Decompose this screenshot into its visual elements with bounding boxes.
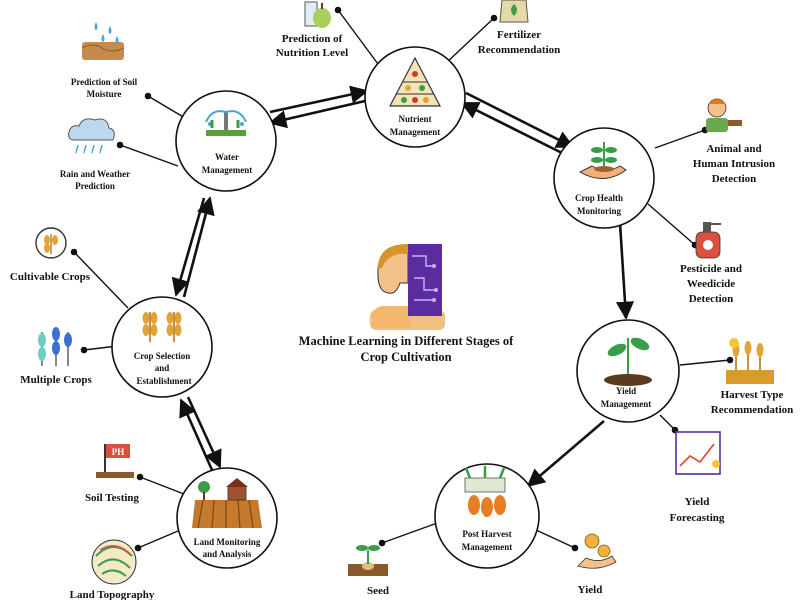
stage-postharvest-label-2: Management xyxy=(462,542,513,552)
leaf-yield-forecast-line-1: Yield xyxy=(685,496,710,508)
arrow-yield-to-postharvest xyxy=(526,420,605,488)
leaf-intrusion-line-3: Detection xyxy=(712,173,757,185)
stage-yield-management: Yield Management xyxy=(576,319,680,423)
multiple-crops-icon xyxy=(38,327,72,366)
farmer-icon xyxy=(706,98,742,132)
stage-crop-health-monitoring: Crop Health Monitoring xyxy=(553,127,655,229)
harvested-carrots-icon xyxy=(464,466,506,517)
wheat-icon xyxy=(142,312,182,342)
stage-water-management: Water Management xyxy=(175,90,277,192)
arrow-health-to-yield xyxy=(615,222,635,320)
fertilizer-bag-icon xyxy=(499,0,529,23)
leaf-intrusion: Animal and Human Intrusion Detection xyxy=(693,98,775,185)
leaf-soil-testing: PH Soil Testing xyxy=(85,444,140,504)
center-title-line-1: Machine Learning in Different Stages of xyxy=(299,334,515,348)
center-title-line-2: Crop Cultivation xyxy=(360,350,451,364)
arrow-land-to-selection xyxy=(179,398,214,471)
leaf-nutrition-line-1: Prediction of xyxy=(282,33,343,45)
arrow-selection-to-water xyxy=(182,196,215,298)
leaf-seed-line-1: Seed xyxy=(367,585,389,597)
stage-flow-arrows xyxy=(171,85,635,488)
grain-badge-icon xyxy=(35,227,67,259)
leaf-intrusion-line-2: Human Intrusion xyxy=(693,158,775,170)
leaf-harvest-type: Harvest Type Recommendation xyxy=(711,338,794,416)
arrow-nutrient-to-health xyxy=(465,91,575,149)
leaf-cultivable-crops: Cultivable Crops xyxy=(10,227,91,283)
stage-post-harvest-management: Post Harvest Management xyxy=(434,463,540,569)
forecast-chart-icon xyxy=(675,431,721,475)
stage-water-label-2: Management xyxy=(202,165,253,175)
center-hub: Machine Learning in Different Stages of … xyxy=(299,244,515,364)
stage-land-monitoring: Land Monitoring and Analysis xyxy=(176,467,278,569)
stage-selection-label-3: Establishment xyxy=(136,376,191,386)
soil-moisture-icon xyxy=(81,22,125,60)
sprinkler-icon xyxy=(205,110,247,136)
leaf-pesticide-line-1: Pesticide and xyxy=(680,263,742,275)
leaf-connectors xyxy=(70,6,734,552)
leaf-topography-line-1: Land Topography xyxy=(70,589,155,600)
stage-land-label-1: Land Monitoring xyxy=(194,537,261,547)
seed-sprout-icon xyxy=(348,545,388,576)
stage-selection-label-1: Crop Selection xyxy=(134,351,191,361)
ph-flag-icon: PH xyxy=(96,444,134,478)
leaf-multiple-crops-line-1: Multiple Crops xyxy=(20,374,92,386)
leaf-soil-moisture-line-2: Moisture xyxy=(87,89,122,99)
stage-nutrient-label-1: Nutrient xyxy=(399,114,432,124)
human-robot-head-icon xyxy=(370,244,445,330)
leaf-rain-weather-line-1: Rain and Weather xyxy=(60,169,130,179)
arrow-water-to-selection xyxy=(171,197,206,297)
arrow-selection-to-land xyxy=(186,396,222,469)
food-pyramid-icon xyxy=(389,56,441,107)
stage-water-label-1: Water xyxy=(215,152,239,162)
leaf-soil-moisture: Prediction of Soil Moisture xyxy=(71,22,138,99)
coins-in-hand-icon xyxy=(577,533,617,569)
leaf-seed: Seed xyxy=(348,545,389,597)
sprout-in-soil-icon xyxy=(604,337,652,386)
leaf-fertilizer: Fertilizer Recommendation xyxy=(478,0,561,56)
topography-map-icon xyxy=(91,539,137,585)
stage-nutrient-management: Nutrient Management xyxy=(364,46,466,148)
stage-selection-label-2: and xyxy=(155,363,170,373)
leaf-yield-commercial: Yield xyxy=(577,533,617,596)
beaker-pear-icon xyxy=(304,1,331,28)
leaf-nutrition-line-2: Nutrition Level xyxy=(276,47,348,59)
leaf-yield-commercial-line-1: Yield xyxy=(578,584,603,596)
leaf-multiple-crops: Multiple Crops xyxy=(20,327,93,386)
leaf-soil-moisture-line-1: Prediction of Soil xyxy=(71,77,138,87)
harvest-wheat-icon xyxy=(726,338,774,384)
stage-postharvest-label-1: Post Harvest xyxy=(462,529,511,539)
arrow-water-to-nutrient xyxy=(269,85,369,114)
rain-cloud-icon xyxy=(68,118,115,154)
spray-bottle-icon xyxy=(695,222,721,259)
leaf-yield-forecast-line-2: Forecasting xyxy=(670,512,725,524)
leaf-pesticide-line-3: Detection xyxy=(689,293,734,305)
stage-health-label-1: Crop Health xyxy=(575,193,623,203)
leaf-pesticide: Pesticide and Weedicide Detection xyxy=(680,222,742,305)
leaf-cultivable-crops-line-1: Cultivable Crops xyxy=(10,271,91,283)
ph-flag-text: PH xyxy=(112,447,125,457)
stage-health-label-2: Monitoring xyxy=(577,206,621,216)
arrow-health-to-nutrient xyxy=(460,101,569,158)
arrow-nutrient-to-water xyxy=(268,99,366,129)
leaf-fertilizer-line-2: Recommendation xyxy=(478,44,561,56)
plant-in-hand-icon xyxy=(578,142,627,179)
leaf-rain-weather: Rain and Weather Prediction xyxy=(60,118,130,191)
leaf-harvest-line-1: Harvest Type xyxy=(721,389,784,401)
stage-land-label-2: and Analysis xyxy=(203,549,252,559)
stage-yield-label-2: Management xyxy=(601,399,652,409)
leaf-soil-testing-line-1: Soil Testing xyxy=(85,492,140,504)
stage-crop-selection: Crop Selection and Establishment xyxy=(111,296,213,398)
leaf-yield-forecasting: Yield Forecasting xyxy=(670,431,725,524)
leaf-rain-weather-line-2: Prediction xyxy=(75,181,115,191)
stage-yield-label-1: Yield xyxy=(616,386,636,396)
leaf-harvest-line-2: Recommendation xyxy=(711,404,794,416)
leaf-fertilizer-line-1: Fertilizer xyxy=(497,29,541,41)
stage-nutrient-label-2: Management xyxy=(390,127,441,137)
leaf-pesticide-line-2: Weedicide xyxy=(687,278,735,290)
leaf-nutrition-level: Prediction of Nutrition Level xyxy=(276,1,348,59)
leaf-land-topography: Land Topography xyxy=(70,539,155,600)
leaf-intrusion-line-1: Animal and xyxy=(706,143,761,155)
farmland-icon xyxy=(192,478,262,529)
